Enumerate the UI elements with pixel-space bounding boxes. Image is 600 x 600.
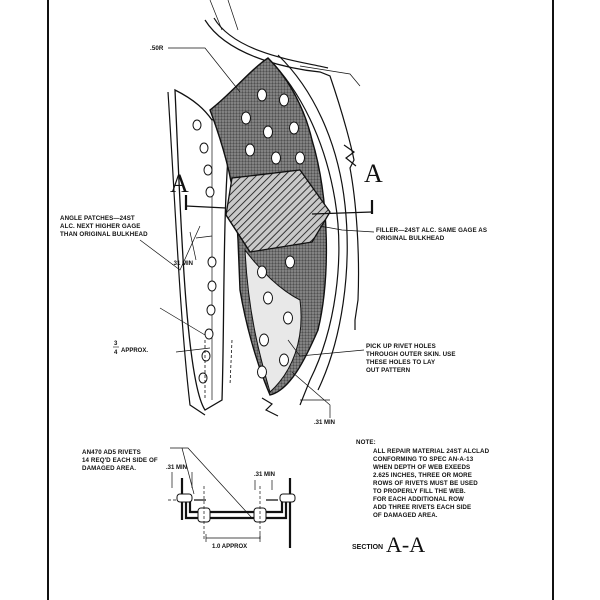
svg-text:.31 MIN: .31 MIN [172, 261, 193, 267]
svg-text:WHEN DEPTH OF WEB EXEEDS: WHEN DEPTH OF WEB EXEEDS [373, 464, 470, 471]
dim-31-min-bottom: .31 MIN [291, 371, 335, 426]
svg-text:.50R: .50R [150, 45, 164, 52]
rivet-holes-web [241, 88, 305, 379]
svg-text:TO PROPERLY FILL THE WEB.: TO PROPERLY FILL THE WEB. [373, 488, 466, 495]
svg-text:FOR EACH ADDITIONAL ROW: FOR EACH ADDITIONAL ROW [373, 496, 464, 503]
svg-text:FILLER—24ST ALC. SAME GAGE AS: FILLER—24ST ALC. SAME GAGE AS [376, 227, 487, 234]
section-detail: .31 MIN .31 MIN 1.0 APPROX [166, 465, 296, 550]
label-angle-patches: ANGLE PATCHES—24ST ALC. NEXT HIGHER GAGE… [60, 215, 201, 271]
section-rivets [176, 493, 296, 523]
svg-text:DAMAGED AREA.: DAMAGED AREA. [82, 465, 136, 472]
svg-text:OUT PATTERN: OUT PATTERN [366, 367, 411, 374]
label-pickup: PICK UP RIVET HOLES THROUGH OUTER SKIN. … [287, 339, 456, 374]
section-mark-right: A [364, 159, 383, 188]
svg-text:THROUGH OUTER SKIN. USE: THROUGH OUTER SKIN. USE [366, 351, 456, 358]
svg-text:4: 4 [114, 350, 118, 356]
svg-text:A: A [170, 169, 189, 198]
svg-text:ADD THREE RIVETS EACH SIDE: ADD THREE RIVETS EACH SIDE [373, 504, 471, 511]
section-plane [185, 205, 373, 215]
svg-text:14 REQ'D EACH SIDE OF: 14 REQ'D EACH SIDE OF [82, 457, 158, 464]
svg-text:ALL REPAIR MATERIAL 24ST ALCLA: ALL REPAIR MATERIAL 24ST ALCLAD [373, 448, 490, 455]
section-mark-left: A [170, 169, 189, 198]
dim-three-quarter: 3 4 APPROX. [113, 307, 211, 356]
dim-31-min-left: .31 MIN [172, 231, 213, 267]
svg-text:SECTION: SECTION [352, 544, 383, 551]
svg-text:ANGLE PATCHES—24ST: ANGLE PATCHES—24ST [60, 215, 135, 222]
svg-text:A-A: A-A [386, 532, 425, 557]
rivet-holes-left [192, 119, 217, 384]
hidden-lines [204, 339, 233, 400]
label-filler: FILLER—24ST ALC. SAME GAGE AS ORIGINAL B… [319, 225, 487, 242]
skin-break-lower [261, 397, 279, 417]
skin-break-right [343, 144, 357, 167]
page-border [47, 0, 554, 600]
bulkhead-assembly [167, 0, 374, 417]
svg-text:A: A [364, 159, 383, 188]
outer-skin-edge [213, 17, 329, 69]
svg-text:3: 3 [114, 341, 118, 347]
svg-text:.31 MIN: .31 MIN [254, 472, 275, 478]
svg-text:.31 MIN: .31 MIN [314, 420, 335, 426]
svg-text:THAN ORIGINAL BULKHEAD: THAN ORIGINAL BULKHEAD [60, 231, 148, 238]
svg-text:ALC. NEXT HIGHER GAGE: ALC. NEXT HIGHER GAGE [60, 223, 140, 230]
angle-flange-strip [174, 88, 233, 411]
label-rivets: AN470 AD5 RIVETS 14 REQ'D EACH SIDE OF D… [82, 447, 253, 519]
svg-text:APPROX.: APPROX. [121, 348, 148, 354]
svg-text:NOTE:: NOTE: [356, 439, 376, 446]
label-radius: .50R [150, 45, 241, 93]
svg-text:PICK UP RIVET HOLES: PICK UP RIVET HOLES [366, 343, 436, 350]
svg-text:THESE HOLES TO LAY: THESE HOLES TO LAY [366, 359, 436, 366]
svg-text:2.625 INCHES, THREE OR MORE: 2.625 INCHES, THREE OR MORE [373, 472, 472, 479]
section-title: SECTION A-A [352, 532, 425, 557]
svg-text:OF DAMAGED AREA.: OF DAMAGED AREA. [373, 512, 438, 519]
svg-text:.31 MIN: .31 MIN [166, 465, 187, 471]
right-flange [267, 57, 340, 406]
svg-text:CONFORMING TO SPEC AN-A-13: CONFORMING TO SPEC AN-A-13 [373, 456, 474, 463]
svg-text:1.0 APPROX: 1.0 APPROX [212, 544, 247, 550]
svg-text:AN470 AD5 RIVETS: AN470 AD5 RIVETS [82, 449, 141, 456]
svg-text:ORIGINAL BULKHEAD: ORIGINAL BULKHEAD [376, 235, 445, 242]
svg-text:ROWS OF RIVETS MUST BE USED: ROWS OF RIVETS MUST BE USED [373, 480, 478, 487]
note-block: NOTE: ALL REPAIR MATERIAL 24ST ALCLAD CO… [356, 439, 490, 519]
